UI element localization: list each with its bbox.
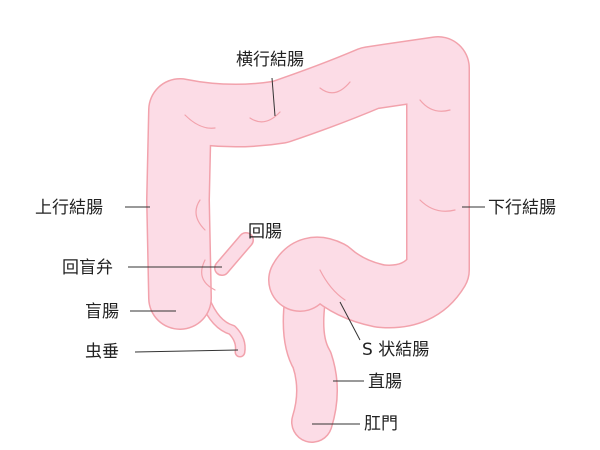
- label-cecum: 盲腸: [85, 302, 119, 322]
- leader-lines: [125, 77, 485, 425]
- label-anus: 肛門: [364, 414, 398, 434]
- label-appendix: 虫垂: [85, 342, 119, 362]
- label-ileum: 回腸: [248, 222, 282, 242]
- label-transverse-colon: 横行結腸: [236, 50, 304, 70]
- label-sigmoid-colon: S 状結腸: [362, 340, 430, 360]
- label-ascending-colon: 上行結腸: [35, 198, 103, 218]
- label-rectum: 直腸: [368, 372, 402, 392]
- label-descending-colon: 下行結腸: [488, 198, 556, 218]
- label-ileocecal-valve: 回盲弁: [62, 258, 113, 278]
